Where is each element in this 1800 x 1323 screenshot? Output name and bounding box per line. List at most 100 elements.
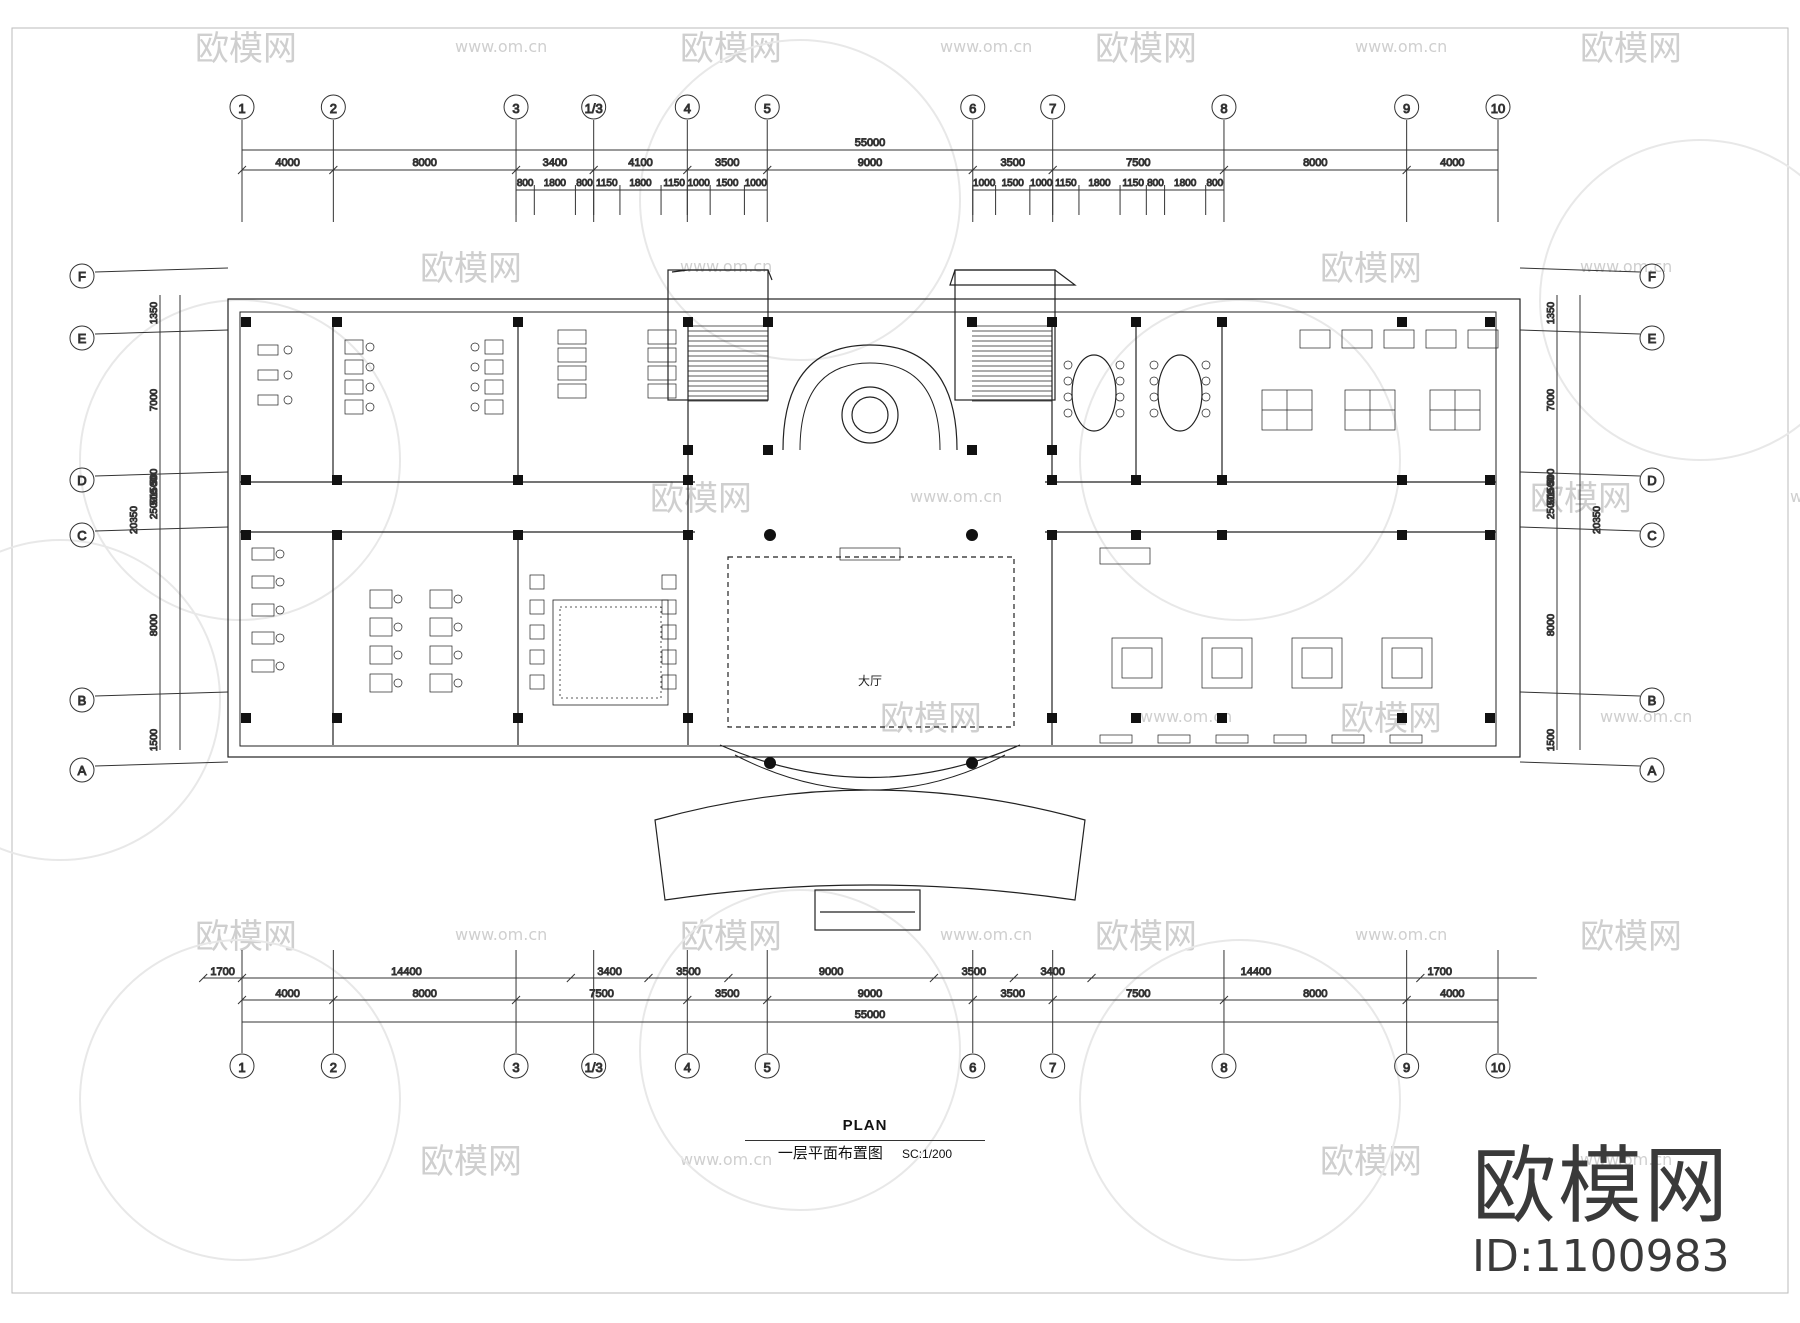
dim-bottom-row1: 1700 — [1428, 966, 1452, 978]
dim-sub-left: 1150 — [596, 178, 618, 189]
dim-bottom-row1: 14400 — [1241, 966, 1272, 978]
structural-column — [241, 713, 251, 723]
structural-column — [1397, 475, 1407, 485]
bench — [1099, 734, 1133, 744]
axis-bubble-top — [503, 94, 529, 120]
furniture-chair — [453, 594, 463, 604]
lounge-table — [1391, 647, 1423, 679]
axis-bubble-top — [754, 94, 780, 120]
structural-column — [241, 530, 251, 540]
lounge-set — [1201, 637, 1253, 689]
lounge-table — [1211, 647, 1243, 679]
furniture-chair — [1063, 376, 1073, 386]
axis-bubble-left — [69, 467, 95, 493]
furniture-chair — [275, 605, 285, 615]
dim-tick — [1416, 973, 1425, 983]
furniture-chair — [393, 594, 403, 604]
furniture-chair — [393, 678, 403, 688]
structural-column — [1047, 475, 1057, 485]
furniture-chair — [1201, 360, 1211, 370]
structural-column — [1047, 445, 1057, 455]
axis-label-left: C — [77, 528, 86, 543]
sofa-seat — [529, 674, 545, 690]
axis-line-left — [94, 691, 229, 697]
watermark-ring — [639, 889, 961, 1211]
axis-label-top: 4 — [684, 101, 691, 116]
bench — [1389, 734, 1423, 744]
axis-label-bottom: 3 — [512, 1060, 519, 1075]
furniture-chair — [275, 661, 285, 671]
furniture-desk — [1425, 329, 1457, 349]
furniture-chair — [283, 370, 293, 380]
axis-label-left: F — [78, 269, 86, 284]
dim-tick — [1009, 973, 1019, 983]
toilet-stall — [647, 329, 677, 345]
dim-bottom-row1: 9000 — [819, 966, 843, 978]
sofa-seat — [529, 599, 545, 615]
axis-bubble-left — [69, 687, 95, 713]
structural-column — [763, 445, 773, 455]
dim-bottom-row1: 3400 — [597, 966, 621, 978]
dim-bottom-row2: 7500 — [1126, 988, 1150, 1000]
structural-column — [967, 445, 977, 455]
axis-bubble-left — [69, 325, 95, 351]
structural-column — [1217, 475, 1227, 485]
watermark-logo: 欧模网 — [680, 29, 782, 69]
structural-column — [1397, 317, 1407, 327]
axis-bubble-right — [1639, 757, 1665, 783]
dim-tick — [1219, 165, 1229, 175]
lounge-set — [1111, 637, 1163, 689]
dim-tick — [589, 165, 599, 175]
furniture-desk — [251, 575, 275, 589]
dim-side-left: 2500 — [149, 496, 160, 519]
furniture-desk — [251, 603, 275, 617]
furniture-desk — [1467, 329, 1499, 349]
axis-label-right: A — [1648, 763, 1657, 778]
watermark-logo: 欧模网 — [1530, 479, 1632, 519]
structural-column — [683, 530, 693, 540]
axis-line-right — [1519, 267, 1641, 273]
watermark-url: www.om.cn — [455, 925, 547, 944]
watermark-url: www.om.cn — [455, 37, 547, 56]
axis-label-bottom: 4 — [684, 1060, 691, 1075]
axis-bubble-right — [1639, 522, 1665, 548]
dim-side-right: 8000 — [1546, 613, 1557, 636]
reception-desk — [839, 547, 901, 561]
structural-column — [513, 713, 523, 723]
furniture-chair — [1149, 360, 1159, 370]
furniture-chair — [1149, 392, 1159, 402]
dim-side-left: 500 — [149, 488, 160, 505]
structural-column — [1485, 530, 1495, 540]
toilet-stall — [647, 347, 677, 363]
axis-label-right: F — [1648, 269, 1656, 284]
dim-bottom-row1: 3500 — [962, 966, 986, 978]
axis-label-left: D — [77, 473, 86, 488]
dim-sub-right: 1800 — [1174, 178, 1197, 189]
furniture-desk — [344, 339, 364, 355]
axis-label-bottom: 5 — [764, 1060, 771, 1075]
furniture-desk — [369, 617, 393, 637]
dim-main-top: 8000 — [412, 157, 436, 169]
furniture-chair — [365, 382, 375, 392]
dim-sub-left: 1500 — [716, 178, 739, 189]
dim-side-left: 1500 — [149, 728, 160, 751]
plan-scale: SC:1/200 — [902, 1147, 953, 1161]
axis-line-left — [94, 526, 229, 532]
axis-bubble-left — [69, 522, 95, 548]
toilet-stall — [557, 329, 587, 345]
axis-line-left — [94, 329, 229, 335]
furniture-chair — [1115, 408, 1125, 418]
structural-column — [1131, 475, 1141, 485]
axis-label-top: 10 — [1491, 101, 1505, 116]
dim-sub-right: 1500 — [1002, 178, 1025, 189]
furniture-desk — [369, 673, 393, 693]
furniture-desk — [484, 359, 504, 375]
dim-tick — [968, 165, 978, 175]
dim-tick — [198, 973, 208, 983]
furniture-chair — [1063, 392, 1073, 402]
furniture-chair — [1063, 408, 1073, 418]
dim-side-right: 500 — [1546, 488, 1557, 505]
structural-column — [1131, 713, 1141, 723]
axis-label-top: 8 — [1220, 101, 1227, 116]
